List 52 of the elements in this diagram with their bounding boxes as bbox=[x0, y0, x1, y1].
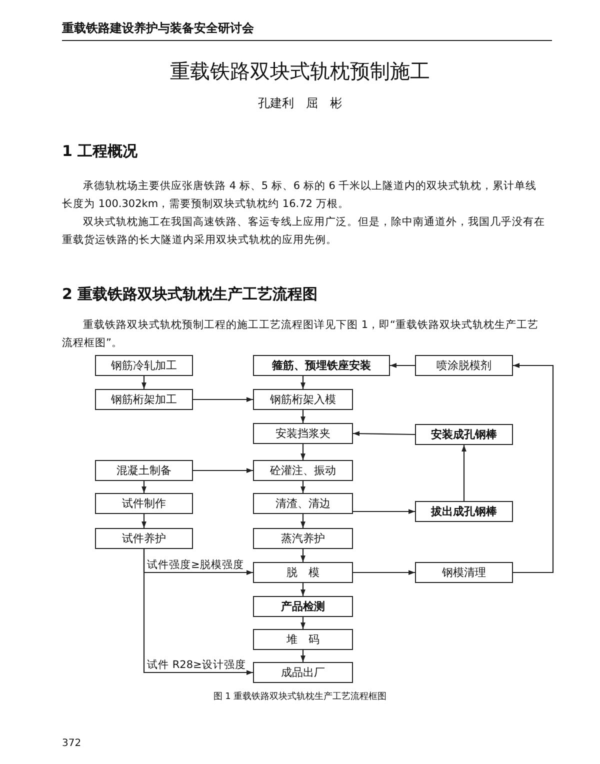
process-box: 试件制作 bbox=[95, 493, 193, 514]
process-box: 产品检测 bbox=[253, 596, 353, 617]
page-number: 372 bbox=[62, 738, 82, 749]
process-box: 混凝土制备 bbox=[95, 460, 193, 481]
arrow bbox=[390, 363, 415, 368]
author-line: 孔建利 屈 彬 bbox=[257, 95, 343, 112]
process-box: 清渣、清边 bbox=[253, 493, 353, 514]
arrow bbox=[142, 376, 146, 389]
process-box: 箍筋、预埋铁座安装 bbox=[253, 355, 390, 376]
body-paragraph: 双块式轨枕施工在我国高速铁路、客运专线上应用广泛。但是，除中南通道外，我国几乎没有在重载货运铁路的长大隧道内采用双块式轨枕的应用先例。 bbox=[62, 215, 546, 248]
arrow bbox=[142, 481, 146, 493]
arrow bbox=[142, 514, 146, 528]
process-box: 堆 码 bbox=[253, 629, 353, 650]
figure-caption: 图 1 重载铁路双块式轨枕生产工艺流程框图 bbox=[212, 690, 388, 703]
section-heading: 2 重载铁路双块式轨枕生产工艺流程图 bbox=[62, 285, 318, 304]
arrow bbox=[193, 468, 253, 473]
body-paragraph: 重载铁路双块式轨枕预制工程的施工工艺流程图详见下图 1，即“重载铁路双块式轨枕生产工艺流程框图”。 bbox=[62, 318, 540, 351]
process-box: 脱 模 bbox=[253, 562, 353, 583]
arrow bbox=[462, 445, 466, 501]
edge-label: 试件 R28≥设计强度 bbox=[147, 658, 246, 670]
arrow bbox=[300, 481, 306, 493]
running-header: 重载铁路建设养护与装备安全研讨会 bbox=[62, 20, 254, 37]
arrow bbox=[143, 549, 253, 675]
process-box: 安装成孔钢棒 bbox=[415, 424, 513, 445]
body-paragraph: 承德轨枕场主要供应张唐铁路 4 标、5 标、6 标的 6 千米以上隧道内的双块式轨枕，累计单线长度为 100.302km，需要预制双块式轨枕约 16.72 万根。 bbox=[62, 179, 538, 212]
arrow bbox=[300, 514, 306, 528]
process-box: 砼灌注、振动 bbox=[253, 460, 353, 481]
section-heading: 1 工程概况 bbox=[62, 142, 138, 161]
arrow bbox=[300, 650, 306, 662]
process-box: 试件养护 bbox=[95, 528, 193, 549]
process-box: 钢模清理 bbox=[415, 562, 513, 583]
process-box: 钢筋桁架加工 bbox=[95, 389, 193, 410]
process-box: 蒸汽养护 bbox=[253, 528, 353, 549]
arrow bbox=[353, 509, 415, 514]
process-box: 安装挡浆夹 bbox=[253, 423, 353, 444]
arrow bbox=[353, 431, 415, 436]
arrow bbox=[353, 570, 415, 575]
arrow bbox=[300, 410, 306, 423]
arrow bbox=[300, 444, 306, 460]
arrow bbox=[513, 363, 554, 574]
arrow bbox=[300, 376, 306, 389]
arrow bbox=[300, 549, 306, 562]
arrow bbox=[193, 397, 253, 402]
edge-label: 试件强度≥脱模强度 bbox=[147, 558, 244, 570]
arrow bbox=[300, 583, 306, 596]
process-box: 钢筋桁架入模 bbox=[253, 389, 353, 410]
process-box: 喷涂脱模剂 bbox=[415, 355, 513, 376]
process-box: 钢筋冷轧加工 bbox=[95, 355, 193, 376]
process-box: 拔出成孔钢棒 bbox=[415, 501, 513, 522]
arrow bbox=[300, 617, 306, 629]
process-box: 成品出厂 bbox=[253, 662, 353, 683]
page-title: 重载铁路双块式轨枕预制施工 bbox=[169, 58, 431, 85]
